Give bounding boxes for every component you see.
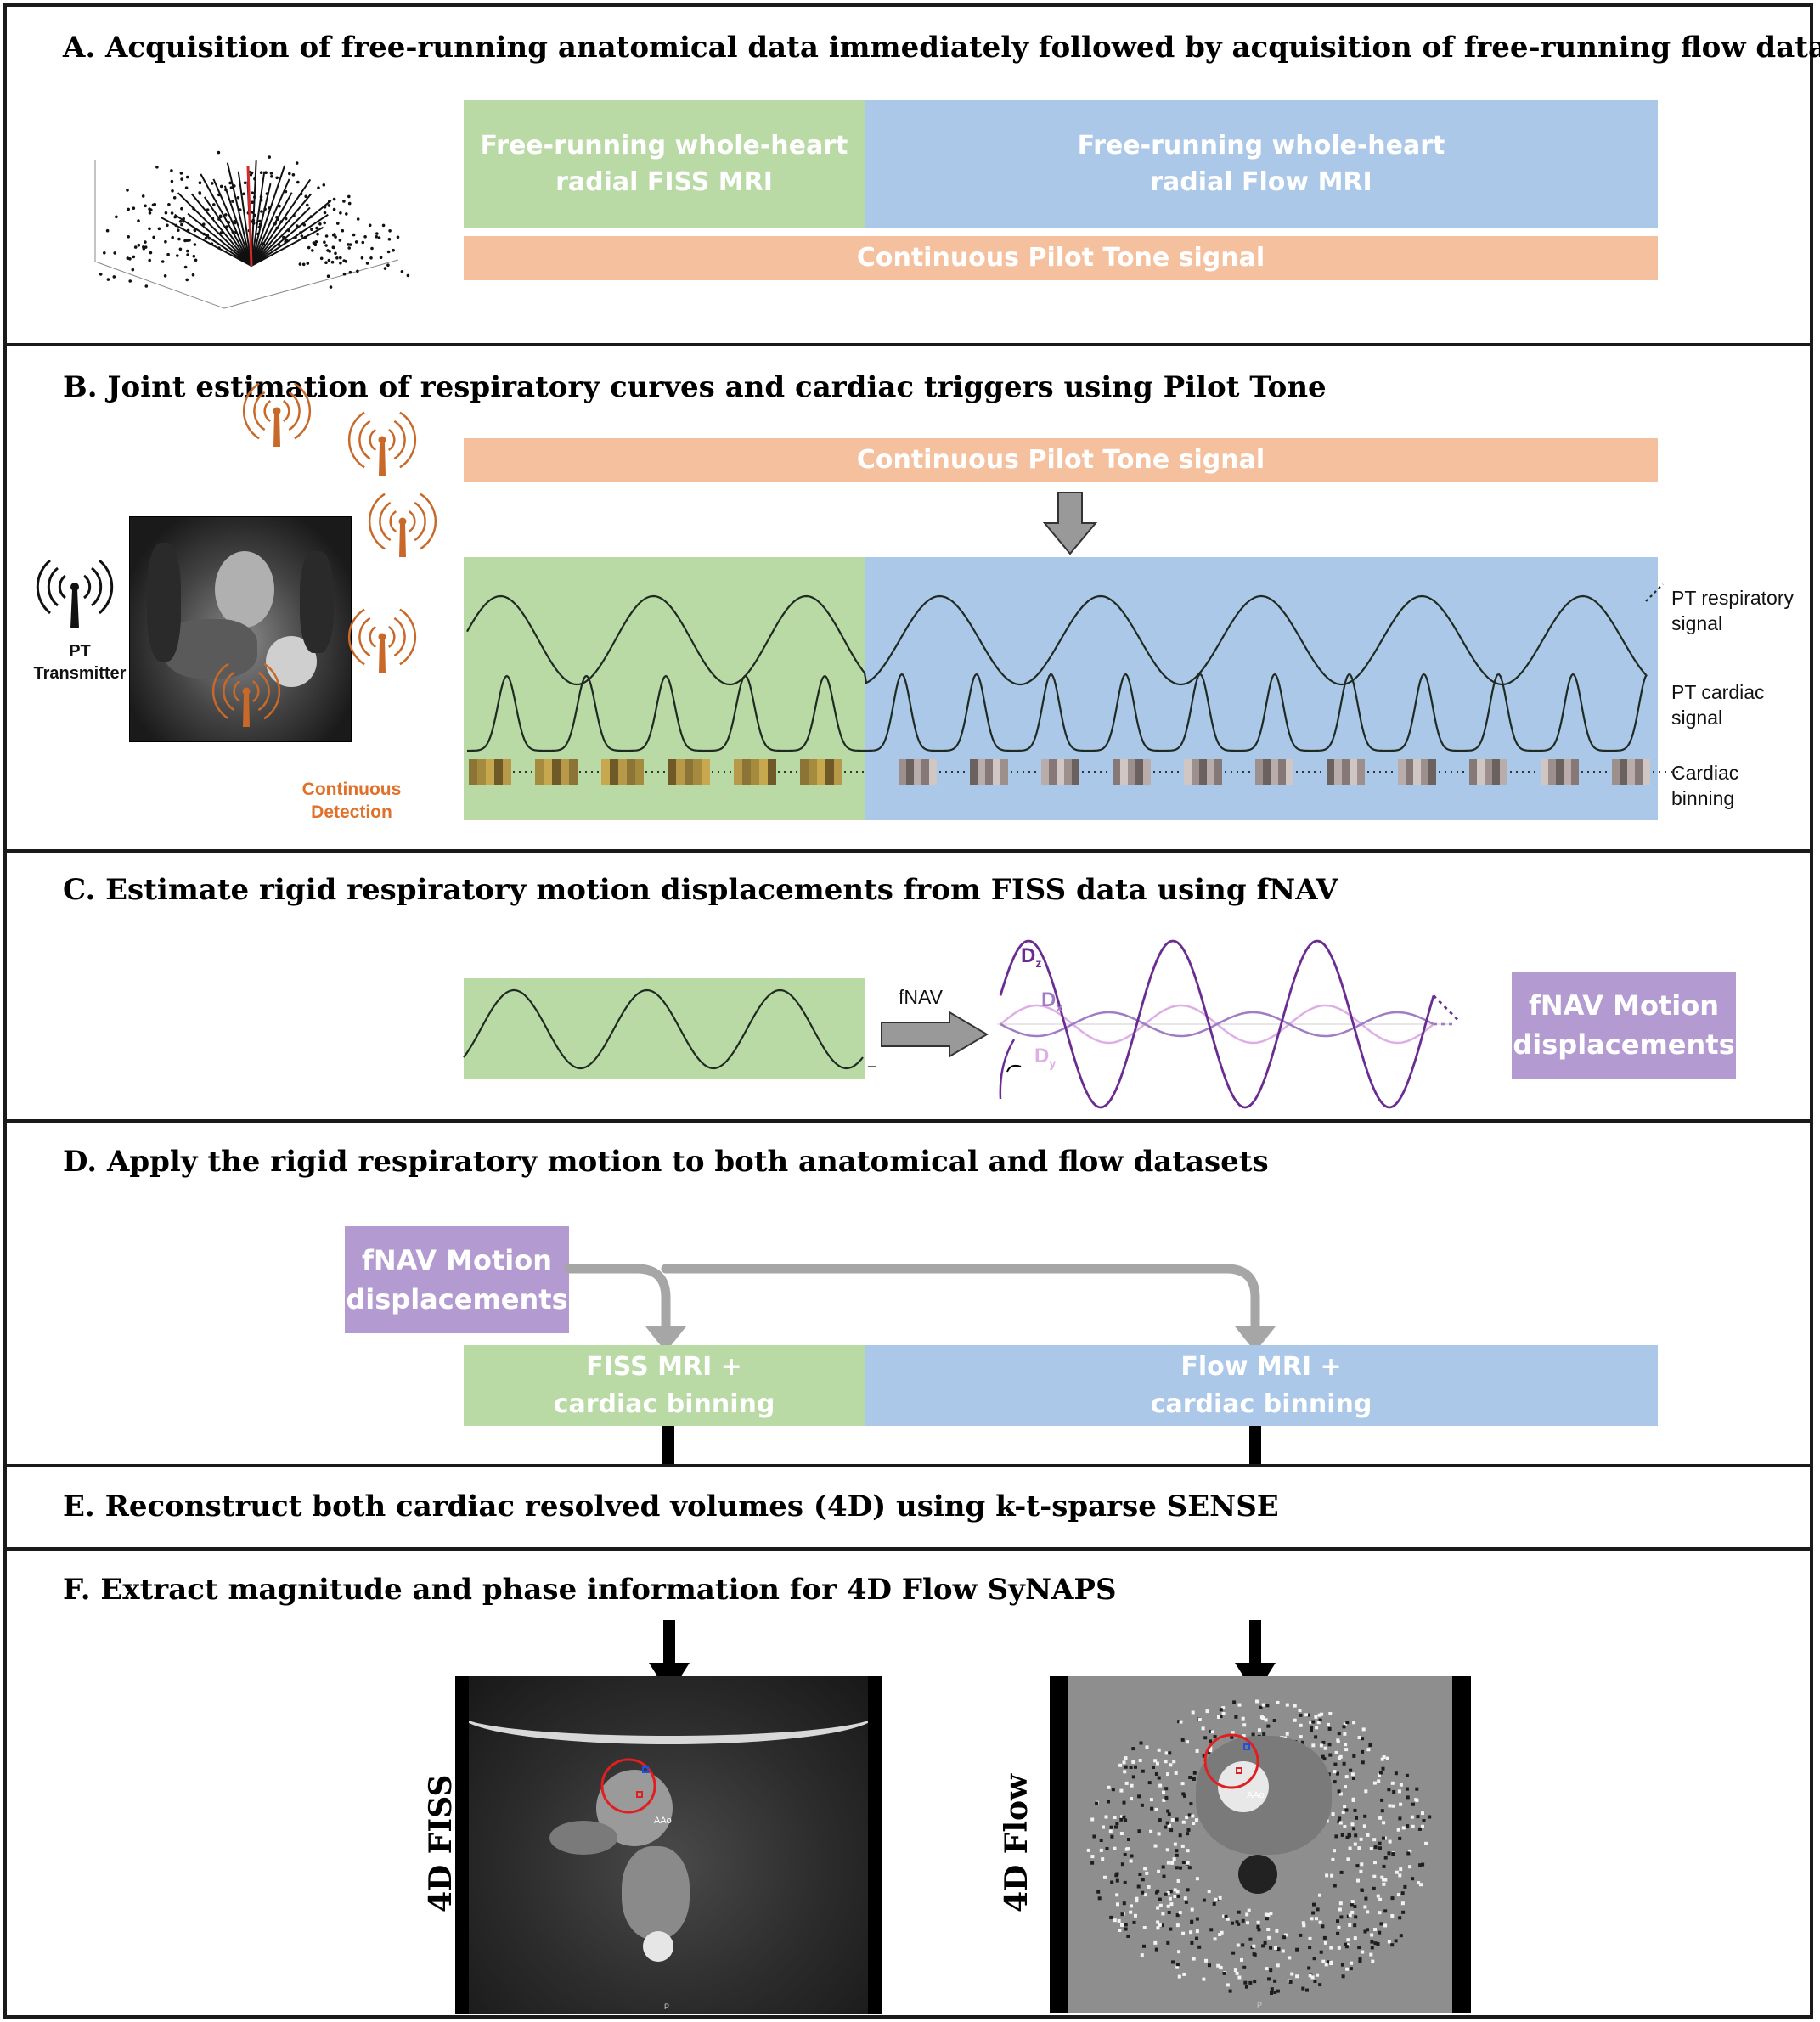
- motion-apply-arrows: [564, 1264, 1276, 1471]
- flow-mri-box-label: Free-running whole-heart radial Flow MRI: [1077, 130, 1445, 198]
- panel-c: C. Estimate rigid respiratory motion dis…: [3, 849, 1813, 1123]
- panel-f-title: F. Extract magnitude and phase informati…: [63, 1573, 1117, 1607]
- continuous-detection-label: Continuous Detection: [301, 780, 402, 823]
- panel-b-title: B. Joint estimation of respiratory curve…: [63, 370, 1327, 404]
- fnav-motion-box-c: fNAV Motion displacements: [1512, 972, 1736, 1079]
- panel-a-title: A. Acquisition of free-running anatomica…: [63, 31, 1820, 65]
- flow-4d-image: AAo P: [1050, 1676, 1471, 2013]
- dy-label: Dy: [1034, 1045, 1057, 1070]
- fiss-mri-box-label: Free-running whole-heart radial FISS MRI: [480, 130, 848, 198]
- fiss-4d-label: 4D FISS: [423, 1774, 459, 1912]
- fiss-respiratory-box: [464, 978, 865, 1079]
- pt-transmitter-label: PT Transmitter: [33, 642, 127, 683]
- down-arrow-icon: [1042, 492, 1098, 555]
- panel-f: F. Extract magnitude and phase informati…: [3, 1547, 1813, 2019]
- fnav-motion-box-d: fNAV Motion displacements: [345, 1226, 569, 1333]
- flow-mri-box: Free-running whole-heart radial Flow MRI: [865, 100, 1658, 228]
- fiss-mri-box: Free-running whole-heart radial FISS MRI: [464, 100, 865, 228]
- dx-label: Dx: [1041, 988, 1063, 1014]
- panel-c-title: C. Estimate rigid respiratory motion dis…: [63, 873, 1338, 907]
- flow-orient-label: P: [1257, 2001, 1263, 2009]
- transmitter-antenna-icon: [36, 559, 114, 628]
- dz-label: Dz: [1021, 944, 1042, 970]
- fiss-orient-label: P: [664, 2002, 670, 2011]
- pilot-tone-bar-label: Continuous Pilot Tone signal: [856, 243, 1265, 273]
- fiss-4d-image: AAo P: [455, 1676, 882, 2014]
- flow-binning-box: Flow MRI + cardiac binning: [865, 1345, 1658, 1426]
- cardiac-binning-label: Cardiac binning: [1671, 762, 1739, 809]
- flow-roi-label: AAo: [1247, 1790, 1265, 1800]
- cardiac-signal-label: PT cardiac signal: [1671, 681, 1765, 729]
- pilot-tone-bar-b: Continuous Pilot Tone signal: [464, 438, 1658, 482]
- panel-d-title: D. Apply the rigid respiratory motion to…: [63, 1145, 1269, 1179]
- displacement-curves: [997, 939, 1458, 1109]
- fnav-arrow-label: fNAV: [899, 986, 943, 1008]
- panel-e-title: E. Reconstruct both cardiac resolved vol…: [63, 1490, 1279, 1524]
- panel-e: E. Reconstruct both cardiac resolved vol…: [3, 1464, 1813, 1551]
- fiss-binning-box: FISS MRI + cardiac binning: [464, 1345, 865, 1426]
- fiss-respiratory-curve: [463, 988, 876, 1070]
- fiss-roi-label: AAo: [654, 1816, 672, 1826]
- receiver-antennas: [211, 382, 437, 727]
- pt-signal-curves: [466, 583, 1682, 785]
- radial-trajectory-figure: [94, 150, 410, 309]
- respiratory-signal-label: PT respiratory signal: [1671, 587, 1795, 634]
- flow-4d-label: 4D Flow: [999, 1773, 1034, 1912]
- coronal-mri-image: [129, 516, 352, 742]
- panel-a: A. Acquisition of free-running anatomica…: [3, 3, 1820, 346]
- pilot-tone-bar-b-label: Continuous Pilot Tone signal: [856, 445, 1265, 476]
- pilot-tone-bar: Continuous Pilot Tone signal: [464, 236, 1658, 280]
- panel-d: D. Apply the rigid respiratory motion to…: [3, 1119, 1813, 1471]
- panel-b: B. Joint estimation of respiratory curve…: [3, 343, 1813, 853]
- right-arrow-icon: [881, 1011, 989, 1058]
